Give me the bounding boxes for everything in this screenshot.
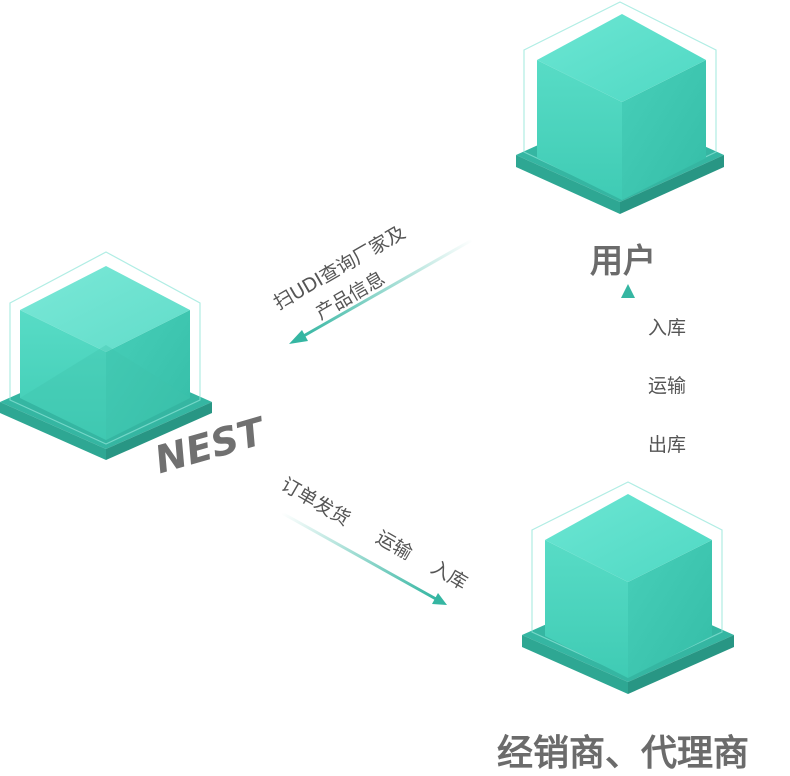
nest-cube-base-side-right [106,402,212,460]
user-cube-base-side-right [620,155,724,214]
user-cube-glow [523,1,717,198]
user-label: 用户 [590,241,656,280]
supply-label-outbound: 出库 [648,434,687,456]
distributor-cube-top [545,494,712,582]
distributor-label: 经销商、代理商 [497,733,750,774]
supply-arrow [621,284,635,478]
distributor-cube-glow [531,481,723,677]
order-arrow [281,511,447,605]
user-cube-right [622,60,706,200]
nest-cube-right [106,310,190,440]
nest-cube [0,251,212,460]
distributor-cube-left [545,540,628,678]
distributor-cube-base-side [522,635,628,694]
distributor-cube-base-side-right [628,635,734,694]
supply-label-transport: 运输 [648,375,687,397]
user-cube-left [537,60,622,200]
query-arrow [289,238,473,344]
distributor-cube [522,481,734,694]
nest-cube-glow [9,251,201,445]
nest-cube-inner-shadow [20,345,190,440]
user-cube-top [537,14,706,102]
nest-cube-left [20,310,106,440]
query-arrowhead [289,330,308,344]
order-arrowhead [432,593,447,605]
supply-arrowhead [621,284,635,298]
user-cube [516,1,724,214]
user-cube-base-side [516,155,620,214]
nest-cube-base-side [0,402,106,460]
distributor-cube-right [628,540,712,678]
nest-cube-top [20,266,190,352]
supply-label-warehouse: 入库 [648,317,687,339]
